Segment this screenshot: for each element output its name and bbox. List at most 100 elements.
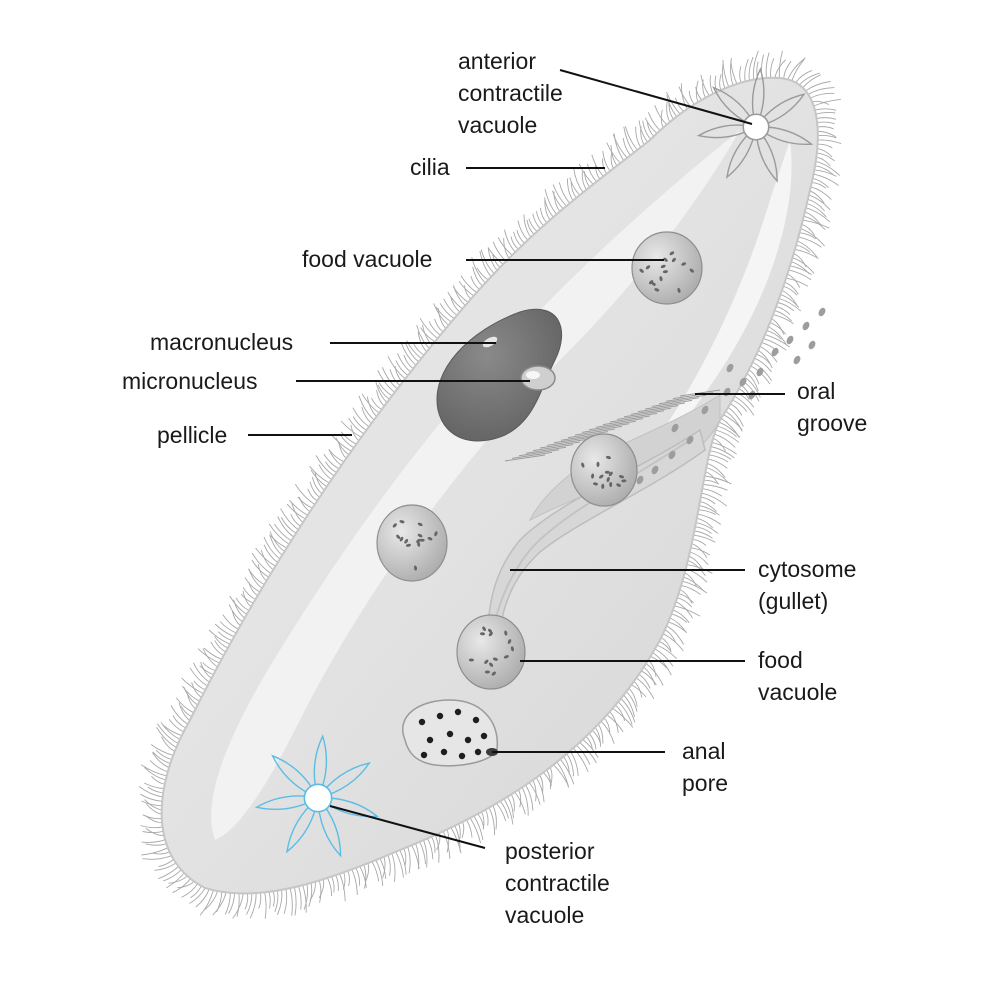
label-line: vacuole bbox=[458, 112, 537, 138]
label-line: vacuole bbox=[505, 902, 584, 928]
food-particle bbox=[701, 405, 709, 415]
cilium bbox=[672, 609, 690, 624]
cilium bbox=[403, 354, 414, 369]
cilium bbox=[244, 577, 261, 593]
cilium bbox=[700, 496, 716, 505]
cilium bbox=[597, 724, 604, 744]
cilium bbox=[212, 892, 227, 916]
label-micronucleus: micronucleus bbox=[122, 368, 258, 394]
cilium bbox=[311, 476, 323, 495]
vacuole-particle bbox=[488, 631, 493, 637]
cilium bbox=[318, 880, 322, 903]
vacuole-canal bbox=[755, 126, 814, 146]
cilium bbox=[149, 760, 168, 773]
cilium bbox=[290, 514, 301, 527]
vacuole-canal bbox=[725, 126, 757, 179]
cilium bbox=[707, 458, 728, 469]
oral-cilium bbox=[567, 431, 609, 439]
cilium bbox=[473, 815, 484, 841]
cilium bbox=[325, 461, 337, 473]
waste-particle bbox=[464, 736, 472, 744]
cilium bbox=[496, 803, 507, 822]
cilium bbox=[635, 126, 642, 148]
cilium bbox=[768, 326, 787, 345]
cilium bbox=[144, 767, 166, 781]
cilium bbox=[814, 108, 837, 111]
vacuole-particle bbox=[392, 523, 397, 528]
cilium bbox=[423, 840, 428, 868]
vacuole-particle bbox=[609, 481, 613, 488]
cilium bbox=[714, 433, 736, 448]
oral-cilium bbox=[616, 412, 658, 420]
cilium bbox=[674, 97, 684, 112]
cilium bbox=[813, 173, 839, 186]
vacuole-particle bbox=[413, 565, 418, 571]
cilium bbox=[553, 191, 561, 212]
cilium bbox=[487, 247, 504, 265]
cilium bbox=[664, 629, 677, 643]
cilium bbox=[678, 86, 692, 107]
cilium bbox=[624, 126, 638, 151]
cilium bbox=[799, 72, 820, 86]
cilium bbox=[815, 165, 834, 176]
cilium bbox=[339, 873, 346, 902]
cilium bbox=[458, 281, 474, 297]
cilium bbox=[197, 648, 220, 664]
cilium bbox=[340, 420, 362, 438]
anal-pore-particles bbox=[418, 708, 488, 760]
cilium bbox=[214, 635, 228, 649]
cilium bbox=[460, 275, 477, 293]
cilium bbox=[706, 462, 726, 478]
cilium bbox=[168, 875, 188, 884]
cilium bbox=[382, 856, 386, 879]
cilium bbox=[727, 407, 744, 427]
cilium bbox=[163, 869, 182, 882]
vacuole-particle bbox=[507, 639, 512, 644]
cilium bbox=[309, 481, 320, 498]
cilium bbox=[269, 534, 283, 556]
cilium bbox=[774, 310, 792, 322]
label-pellicle: pellicle bbox=[157, 422, 227, 448]
vacuole-canal bbox=[712, 86, 757, 128]
cilium bbox=[200, 661, 212, 679]
cilium bbox=[376, 389, 385, 407]
cilium bbox=[622, 137, 631, 156]
cilium bbox=[302, 885, 307, 913]
vacuole-canal bbox=[254, 795, 319, 811]
vacuole-particle bbox=[417, 522, 423, 527]
cilium bbox=[778, 298, 802, 312]
cilium bbox=[428, 321, 441, 336]
cilium bbox=[539, 207, 548, 224]
cilium bbox=[682, 580, 708, 594]
label-cilia: cilia bbox=[410, 154, 450, 180]
label-line: anal bbox=[682, 738, 725, 764]
vacuole-canal bbox=[755, 93, 806, 128]
cilium bbox=[359, 866, 367, 888]
cytosome-inner-line bbox=[493, 439, 691, 626]
cilium bbox=[264, 892, 267, 919]
cilium bbox=[419, 841, 426, 865]
cilium bbox=[642, 120, 652, 140]
cilium bbox=[573, 167, 584, 193]
cilium bbox=[431, 836, 436, 853]
cilium bbox=[641, 670, 657, 686]
cilium bbox=[810, 92, 835, 99]
cilium bbox=[606, 714, 624, 732]
cilium bbox=[298, 886, 302, 910]
cilium bbox=[318, 879, 325, 899]
cilium bbox=[754, 357, 772, 373]
vacuole-particle bbox=[616, 483, 622, 487]
cilium bbox=[158, 859, 174, 867]
cilium bbox=[286, 503, 306, 520]
label-line: pore bbox=[682, 770, 728, 796]
cilium bbox=[162, 724, 182, 737]
cilium bbox=[204, 890, 218, 910]
vacuole-particle bbox=[660, 264, 666, 269]
cilium bbox=[160, 722, 181, 740]
waste-particle bbox=[480, 732, 488, 740]
cilium bbox=[191, 682, 202, 698]
oral-cilium bbox=[651, 399, 693, 407]
cilium bbox=[335, 437, 350, 456]
vacuole-particle bbox=[405, 543, 412, 547]
